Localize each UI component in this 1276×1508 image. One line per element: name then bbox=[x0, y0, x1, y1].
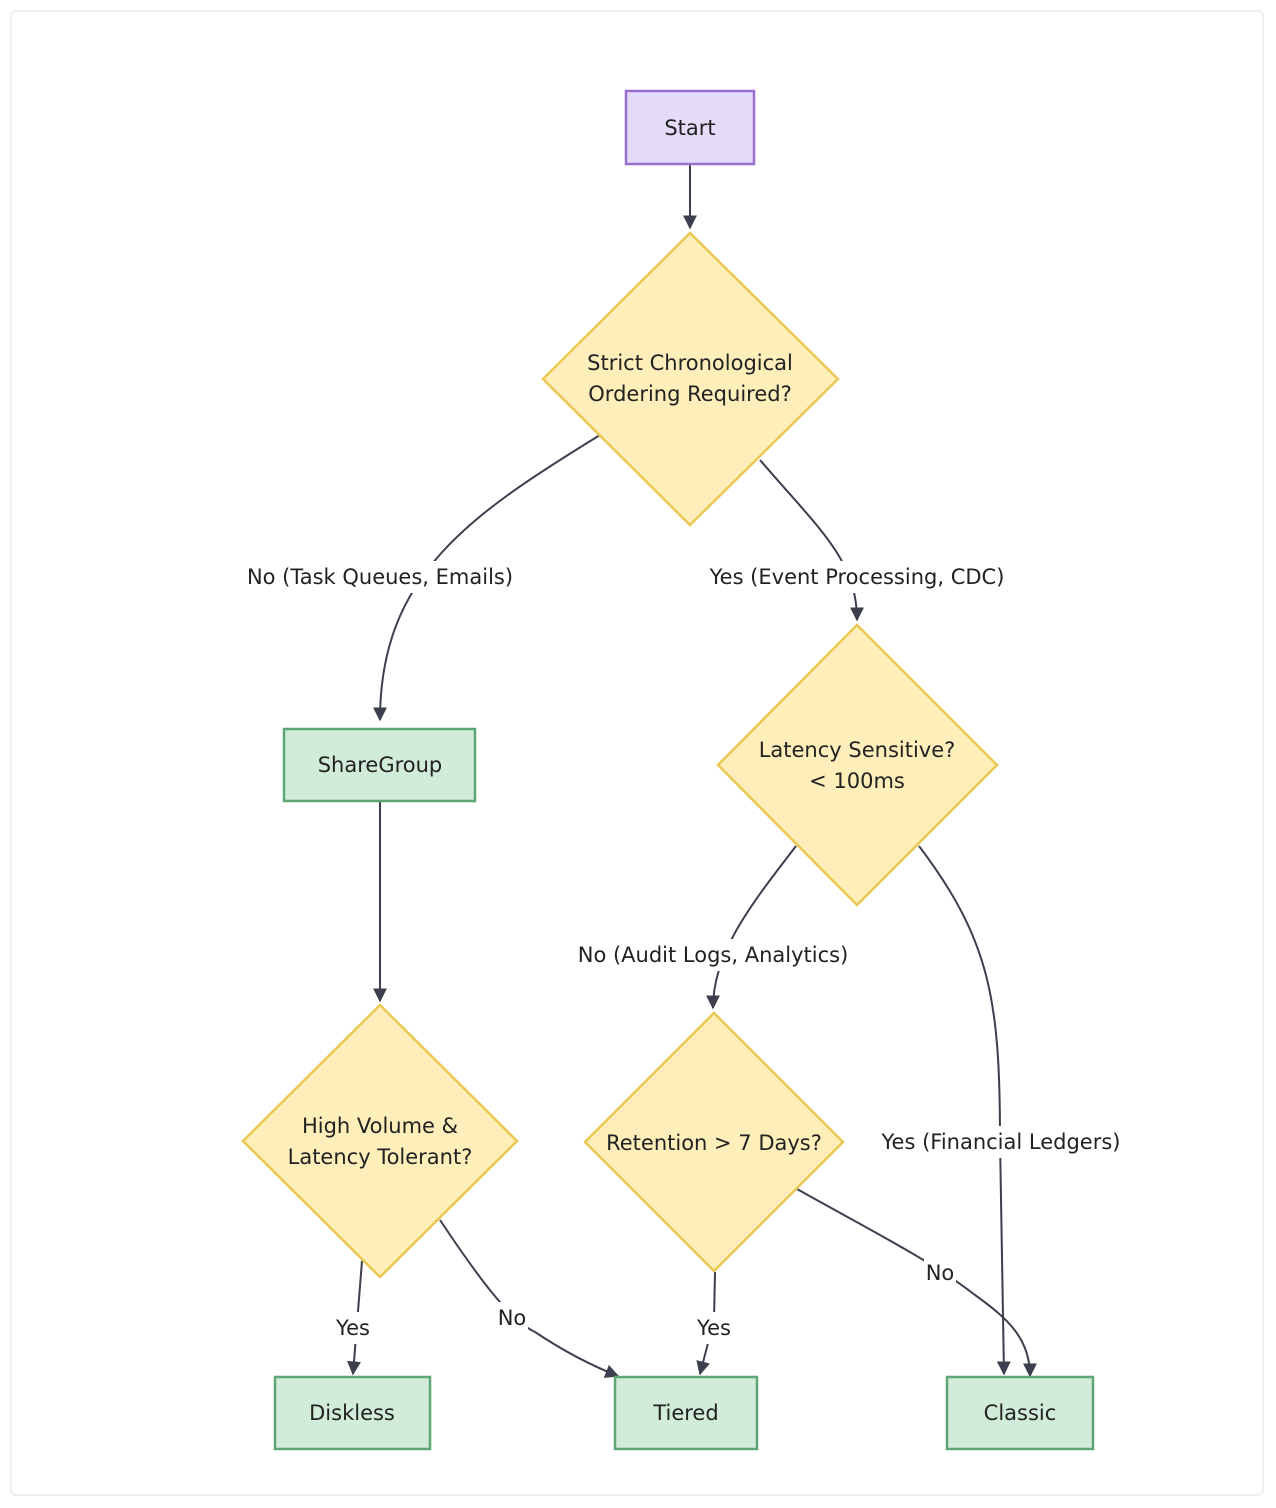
outcome-diskless: Diskless bbox=[273, 1375, 432, 1451]
svg-text:Tiered: Tiered bbox=[652, 1401, 718, 1425]
edge-strict-latency bbox=[759, 459, 864, 622]
edge-latency-retention bbox=[706, 845, 797, 1010]
svg-text:No (Task Queues, Emails): No (Task Queues, Emails) bbox=[247, 565, 513, 589]
edge-label-latency-no: No (Audit Logs, Analytics) bbox=[578, 939, 849, 971]
svg-text:ShareGroup: ShareGroup bbox=[318, 753, 443, 777]
diagram-frame bbox=[10, 10, 1264, 1496]
outcome-sharegroup: ShareGroup bbox=[282, 727, 477, 803]
edge-strict-sharegroup bbox=[373, 434, 601, 722]
svg-text:Strict Chronological: Strict Chronological bbox=[587, 351, 793, 375]
svg-text:Yes: Yes bbox=[696, 1316, 731, 1340]
svg-text:Diskless: Diskless bbox=[309, 1401, 395, 1425]
svg-text:Yes: Yes bbox=[335, 1316, 370, 1340]
edge-label-latency-yes: Yes (Financial Ledgers) bbox=[881, 1126, 1121, 1158]
svg-text:< 100ms: < 100ms bbox=[809, 769, 905, 793]
svg-text:No: No bbox=[926, 1261, 955, 1285]
decision-high-volume: High Volume & Latency Tolerant? bbox=[241, 1003, 519, 1279]
edge-label-strict-yes: Yes (Event Processing, CDC) bbox=[709, 561, 1005, 593]
svg-text:Yes (Financial Ledgers): Yes (Financial Ledgers) bbox=[881, 1130, 1121, 1154]
outcome-classic: Classic bbox=[945, 1375, 1095, 1451]
edge-label-highvol-yes: Yes bbox=[333, 1312, 373, 1344]
edge-latency-classic bbox=[918, 845, 1011, 1376]
svg-text:Retention > 7 Days?: Retention > 7 Days? bbox=[606, 1131, 822, 1155]
outcome-tiered: Tiered bbox=[613, 1375, 759, 1451]
decision-strict-ordering: Strict Chronological Ordering Required? bbox=[541, 231, 840, 527]
decision-latency-sensitive: Latency Sensitive? < 100ms bbox=[716, 623, 999, 907]
svg-text:High Volume &: High Volume & bbox=[302, 1114, 458, 1138]
edge-retention-classic bbox=[796, 1188, 1037, 1378]
svg-text:Yes (Event Processing, CDC): Yes (Event Processing, CDC) bbox=[709, 565, 1005, 589]
edge-label-highvol-no: No bbox=[496, 1302, 528, 1334]
edge-label-retention-yes: Yes bbox=[694, 1312, 734, 1344]
svg-text:No (Audit Logs, Analytics): No (Audit Logs, Analytics) bbox=[578, 943, 849, 967]
svg-text:Latency Tolerant?: Latency Tolerant? bbox=[288, 1145, 473, 1169]
edge-highvol-tiered bbox=[439, 1219, 620, 1378]
edge-label-retention-no: No bbox=[924, 1257, 956, 1289]
edge-label-strict-no: No (Task Queues, Emails) bbox=[247, 561, 513, 593]
svg-text:Ordering Required?: Ordering Required? bbox=[588, 382, 791, 406]
svg-text:Classic: Classic bbox=[984, 1401, 1057, 1425]
svg-text:Start: Start bbox=[664, 116, 715, 140]
decision-retention: Retention > 7 Days? bbox=[583, 1011, 845, 1273]
svg-text:Latency Sensitive?: Latency Sensitive? bbox=[759, 738, 956, 762]
svg-text:No: No bbox=[498, 1306, 527, 1330]
start-node: Start bbox=[624, 89, 756, 166]
